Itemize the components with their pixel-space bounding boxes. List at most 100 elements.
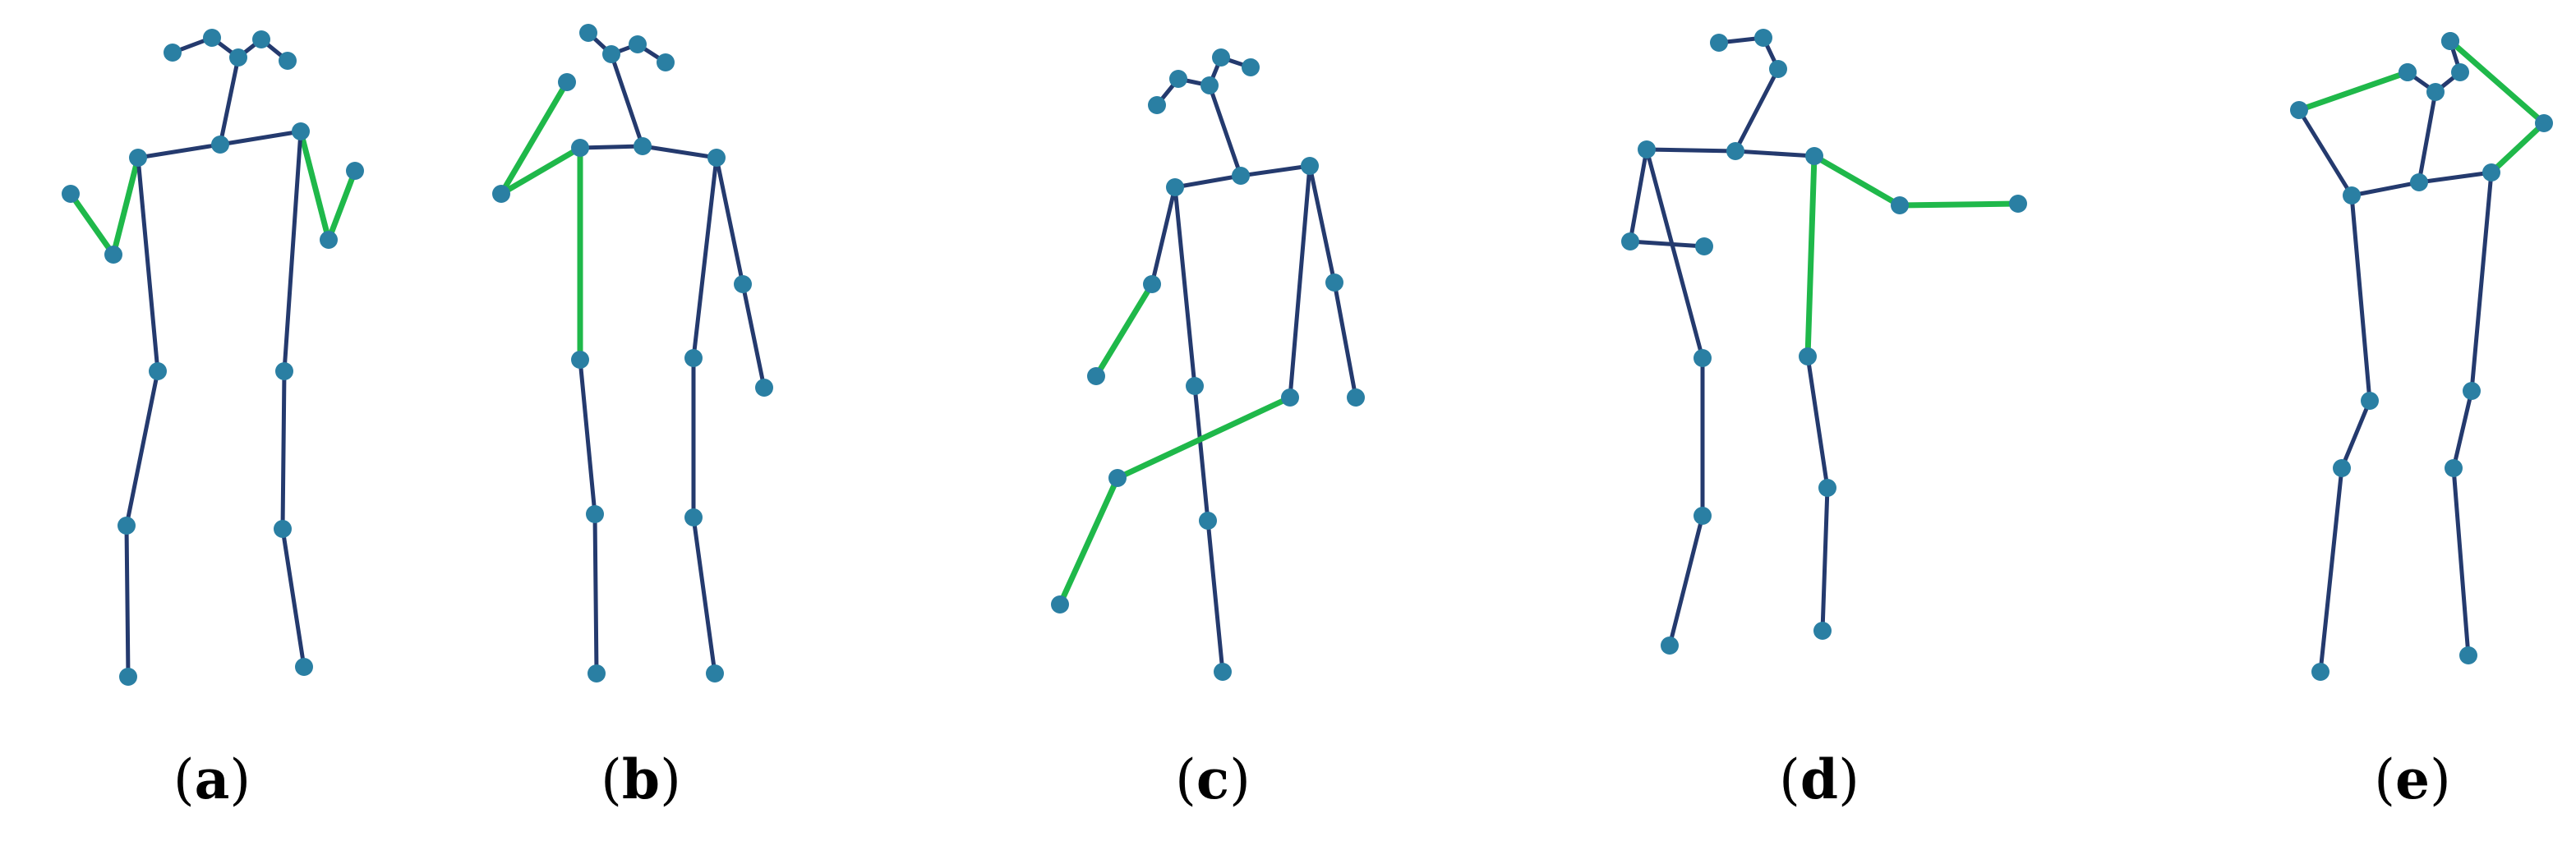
bone-re-rw [740,282,767,390]
joint-rw [346,162,364,180]
panel-a-caption: (a) [173,747,251,811]
joint-neck [1726,142,1744,160]
joint-lw [558,73,576,91]
bone-ls-le [2297,108,2354,198]
bone-rh-rk [280,369,287,531]
joint-rs [707,149,726,167]
joint-lk [586,505,604,523]
joint-rk [2445,459,2463,477]
joint-h2 [1169,70,1187,88]
bone-h3-neck [1207,83,1243,178]
joint-neck [2410,173,2428,191]
joint-h4 [252,30,270,48]
panel-c-skeleton [1051,48,1365,681]
joint-ls [571,139,589,157]
panel-d-skeleton [1621,29,2027,655]
panel-e-letter: e [2395,747,2430,811]
joint-lw [62,185,80,203]
bone-lk-la [124,523,131,679]
bone-rk-ra [280,526,306,669]
bone-re-rw [1332,280,1358,400]
joint-rw [2009,195,2027,213]
bone-neck-ls [2349,180,2422,198]
bone-neck-rs [1733,149,1817,159]
highlighted-bone-re-rw [1896,200,2021,209]
joint-rs [1301,157,1319,175]
joint-la [1661,636,1679,655]
joint-lw [1695,237,1713,255]
joint-lk [2333,459,2351,477]
joint-re [1325,273,1343,292]
highlighted-bone-rh-rk [1114,394,1293,481]
bone-h3-neck [2417,90,2438,185]
panel-d-caption: (d) [1779,747,1859,811]
bone-lh-lk [578,357,597,517]
panel-b-skeleton [492,24,773,682]
joint-re [734,275,752,293]
bone-h3-neck [218,55,241,147]
joint-rs [292,122,310,140]
bone-neck-ls [1173,173,1243,190]
highlighted-bone-re-rw [325,168,358,243]
bone-rs-re [714,155,745,287]
joint-re [320,231,338,249]
bone-ls-lh [136,155,160,374]
joint-neck [1232,167,1250,185]
joint-rh [1281,388,1299,407]
joint-h3 [1200,76,1219,94]
bone-neck-ls [1644,147,1738,154]
highlighted-bone-rs-re [1811,153,1903,209]
joint-lw [2399,63,2417,81]
bone-rs-rh [691,155,719,361]
joint-lk [1199,512,1217,530]
panel-d-letter: d [1800,747,1839,811]
bone-rh-rk [1805,354,1830,490]
joint-lh [149,362,167,380]
joint-h2 [2451,63,2469,81]
joint-h4 [657,53,675,71]
panel-c-letter: c [1196,747,1230,811]
joint-ra [295,658,313,676]
joint-la [588,664,606,682]
joint-re [1891,196,1909,214]
joint-neck [211,136,229,154]
joint-ra [1813,622,1832,640]
bone-rs-rh [1288,163,1312,400]
bone-neck-rs [2417,170,2494,185]
joint-lh [1186,377,1204,395]
joint-rk [274,520,292,538]
joint-h3 [229,48,247,67]
bone-rs-rh [2469,170,2494,393]
bone-rk-ra [1820,485,1830,633]
joint-h1 [1148,96,1166,114]
bone-ls-lh [2349,193,2372,403]
bone-lk-la [1205,518,1225,674]
joint-le [492,185,510,203]
bone-neck-ls [136,142,223,160]
highlighted-bone-le-lw [2296,69,2411,113]
joint-h4 [1212,48,1230,67]
highlighted-bone-re-rw [2447,38,2547,126]
joint-la [2311,663,2329,681]
bone-neck-ls [578,144,645,150]
joint-h3 [2426,83,2445,101]
panel-a-letter: a [194,747,230,811]
joint-le [2290,101,2308,119]
highlighted-bone-ls-le [498,145,583,197]
bone-neck-rs [218,129,303,147]
bone-rh-rk [2451,388,2474,471]
joint-rh [1799,347,1817,365]
bone-ls-lh [1644,147,1705,361]
highlighted-bone-rs-re [2488,120,2547,176]
panel-a-skeleton [62,29,364,686]
joint-ra [2459,646,2477,664]
highlighted-bone-ls-le [110,154,141,258]
highlighted-bone-rs-re [297,128,332,243]
joint-rw [2441,32,2459,50]
highlighted-bone-le-lw [67,191,117,258]
joint-la [1214,663,1232,681]
joint-ls [1638,140,1656,159]
joint-ra [1051,595,1069,614]
bone-lk-la [592,512,599,676]
joint-le [1143,275,1161,293]
